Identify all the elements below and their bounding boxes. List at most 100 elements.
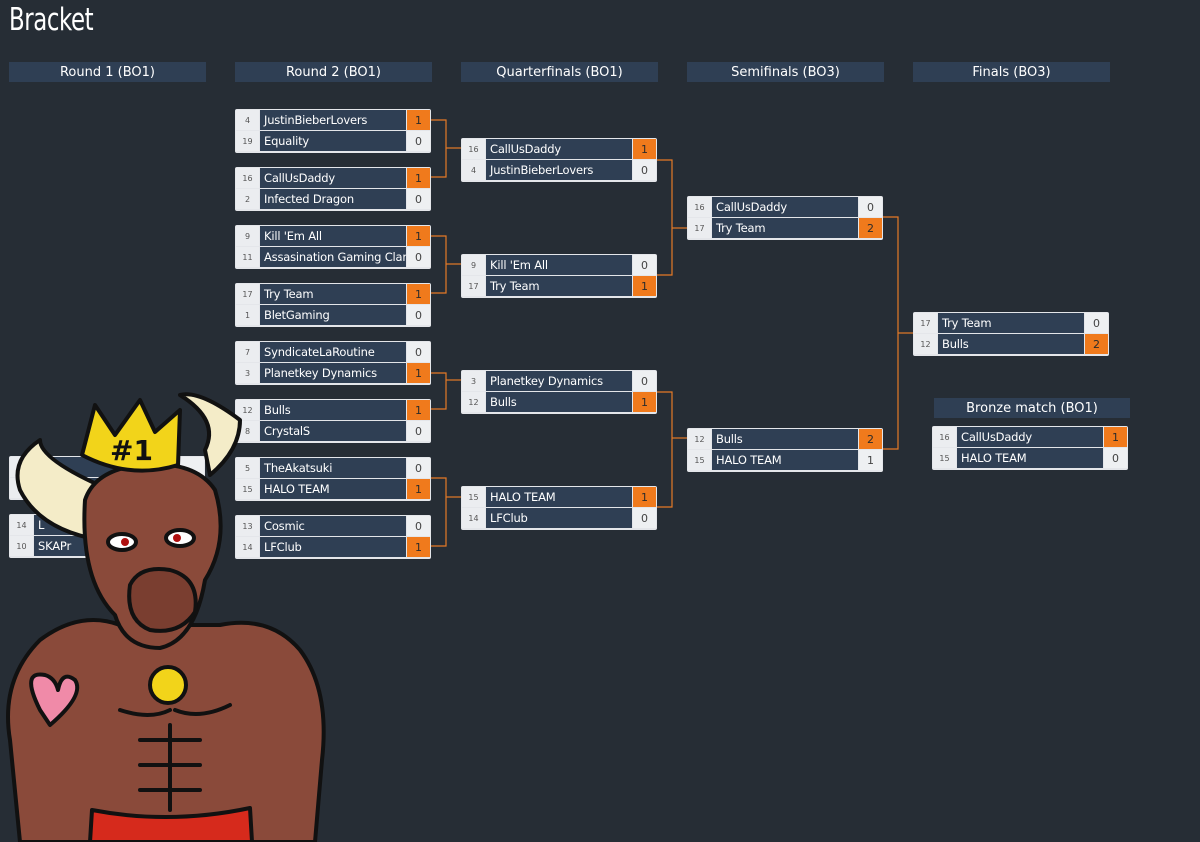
- team-name[interactable]: Try Team: [260, 284, 406, 304]
- team-name[interactable]: JustinBieberLovers: [260, 110, 406, 130]
- team-name[interactable]: Kill 'Em All: [486, 255, 632, 275]
- team-name[interactable]: SyndicateLaRoutine: [260, 342, 406, 362]
- seed: 11: [236, 247, 259, 267]
- team-name[interactable]: HALO TEAM: [712, 450, 858, 470]
- team-name[interactable]: CallUsDaddy: [712, 197, 858, 217]
- team-name[interactable]: CallUsDaddy: [486, 139, 632, 159]
- mascot-badge: #1: [110, 434, 153, 467]
- seed: 15: [462, 487, 485, 507]
- team-name[interactable]: CallUsDaddy: [260, 168, 406, 188]
- score: 0: [407, 305, 430, 325]
- seed: 3: [462, 371, 485, 391]
- column-header-semifinals: Semifinals (BO3): [687, 62, 884, 82]
- score: 2: [1085, 334, 1108, 354]
- connector-line: [431, 477, 447, 547]
- team-name[interactable]: Assasination Gaming Clan: [260, 247, 406, 267]
- team-name[interactable]: Try Team: [712, 218, 858, 238]
- team-name[interactable]: HALO TEAM: [260, 479, 406, 499]
- team-name[interactable]: CallUsDaddy: [957, 427, 1103, 447]
- team-name[interactable]: Equality: [260, 131, 406, 151]
- score: 1: [407, 363, 430, 383]
- seed: 15: [688, 450, 711, 470]
- seed: 13: [236, 516, 259, 536]
- team-name[interactable]: Bulls: [260, 400, 406, 420]
- team-name[interactable]: Planetkey Dynamics: [486, 371, 632, 391]
- team-name[interactable]: BletGaming: [260, 305, 406, 325]
- team-name[interactable]: Cosmic: [260, 516, 406, 536]
- score: 1: [407, 400, 430, 420]
- team-name[interactable]: CrystalS: [260, 421, 406, 441]
- seed: 9: [236, 226, 259, 246]
- team-name[interactable]: Kill 'Em All: [260, 226, 406, 246]
- column-header-round2: Round 2 (BO1): [235, 62, 432, 82]
- score: 0: [407, 189, 430, 209]
- team-name[interactable]: HALO TEAM: [957, 448, 1103, 468]
- team-name[interactable]: Bulls: [938, 334, 1084, 354]
- seed: 4: [236, 110, 259, 130]
- team-name[interactable]: Try Team: [938, 313, 1084, 333]
- team-name[interactable]: HALO TEAM: [486, 487, 632, 507]
- team-name[interactable]: Bulls: [486, 392, 632, 412]
- team-name[interactable]: Try Team: [486, 276, 632, 296]
- team-name[interactable]: LFClub: [260, 537, 406, 557]
- score: 1: [633, 487, 656, 507]
- team-name[interactable]: LFClub: [486, 508, 632, 528]
- team-name[interactable]: Infected Dragon: [260, 189, 406, 209]
- team-name[interactable]: Bulls: [712, 429, 858, 449]
- score: 1: [407, 168, 430, 188]
- team-name[interactable]: TheAkatsuki: [260, 458, 406, 478]
- score: 0: [633, 371, 656, 391]
- team-name[interactable]: JustinBieberLovers: [486, 160, 632, 180]
- team-name[interactable]: Planetkey Dynamics: [260, 363, 406, 383]
- score: 1: [407, 479, 430, 499]
